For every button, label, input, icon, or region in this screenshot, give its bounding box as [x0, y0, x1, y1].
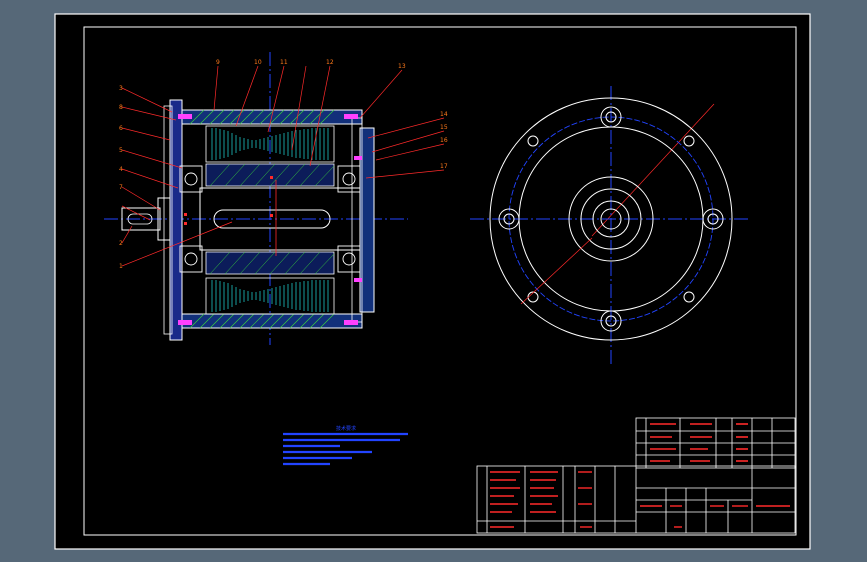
callout-16: 16 — [440, 137, 448, 144]
callout-15: 15 — [440, 124, 448, 131]
drawing-border — [83, 26, 797, 536]
callout-6: 6 — [119, 125, 123, 132]
callout-13: 13 — [398, 63, 406, 70]
callout-5: 5 — [119, 147, 123, 154]
callout-14: 14 — [440, 111, 448, 118]
callout-17: 17 — [440, 163, 448, 170]
callout-12: 12 — [326, 59, 334, 66]
parts-list-entries — [650, 423, 748, 462]
parts-list-table — [635, 417, 796, 469]
callout-9: 9 — [216, 59, 220, 66]
callout-1: 1 — [119, 263, 123, 270]
title-block — [476, 465, 796, 534]
section-view-drawing — [104, 52, 408, 345]
callout-10: 10 — [254, 59, 262, 66]
title-block-entries — [490, 471, 790, 528]
callout-8: 8 — [119, 104, 123, 111]
callout-numbers: 1 2 3 4 5 6 7 8 9 10 11 12 13 14 15 16 1… — [119, 59, 448, 270]
notes-title: 技术要求 — [336, 425, 356, 432]
technical-notes: 技术要求 — [283, 425, 408, 466]
callout-3: 3 — [119, 85, 123, 92]
callout-4: 4 — [119, 166, 123, 173]
callout-2: 2 — [119, 240, 123, 247]
end-view-drawing — [470, 86, 748, 364]
callout-7: 7 — [119, 184, 123, 191]
callout-leaders — [121, 65, 715, 267]
callout-11: 11 — [280, 59, 288, 66]
drawing-sheet — [54, 13, 811, 550]
